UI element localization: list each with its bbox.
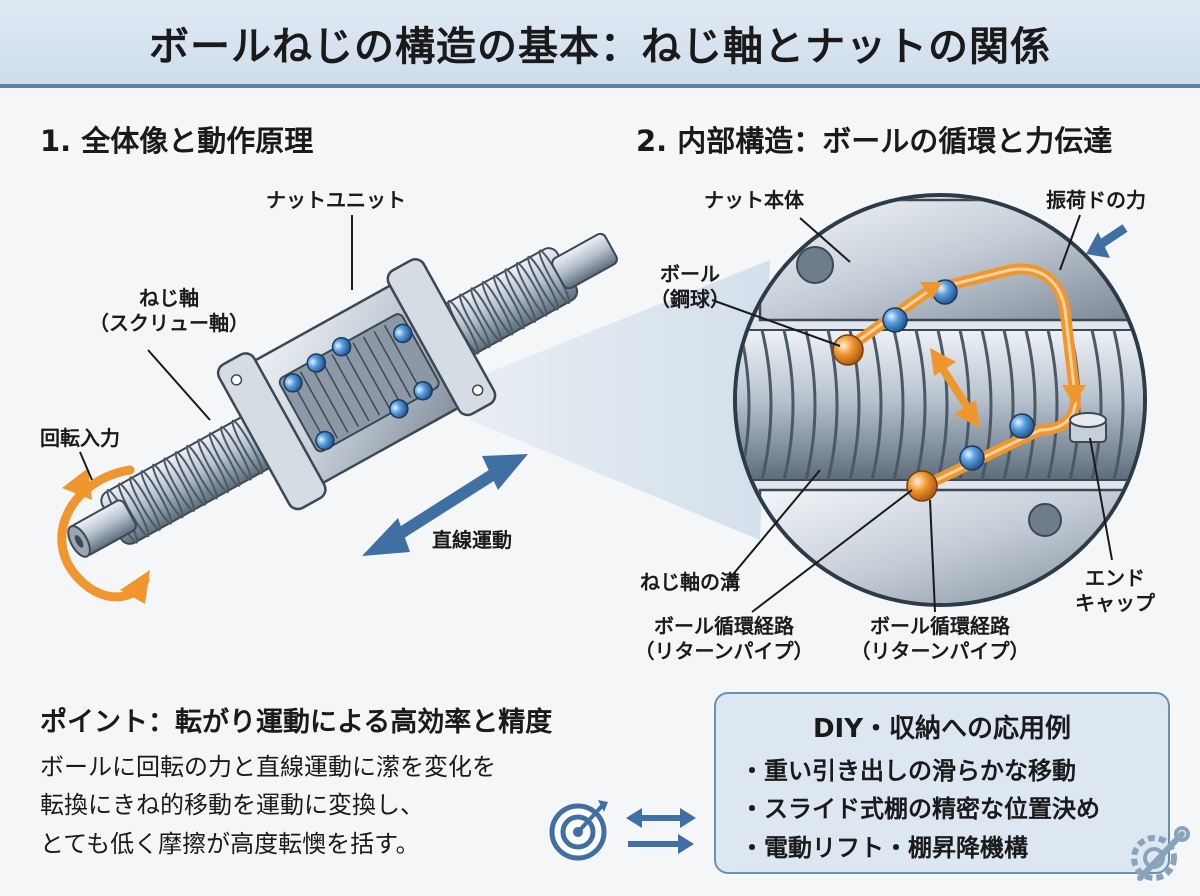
section1-heading: 1. 全体像と動作原理 xyxy=(40,124,314,158)
groove-line xyxy=(1046,329,1059,481)
point-line-3: とても低く摩擦が高度転懊を括す。 xyxy=(40,829,420,858)
list-item: ・スライド式棚の精密な位置決め xyxy=(740,795,1100,824)
thread-ring xyxy=(231,419,264,475)
thread-ring xyxy=(185,444,218,500)
swap-arrows-icon xyxy=(626,808,696,854)
list-item: ・電動リフト・棚昇降機構 xyxy=(740,833,1028,862)
point-heading: ポイント：転がり運動による高効率と精度 xyxy=(40,707,553,738)
thread-ring xyxy=(504,268,537,323)
label-nut-unit: ナットユニット xyxy=(266,188,406,212)
label-ball-line2: （鋼球） xyxy=(650,287,730,311)
label-return-path-b: ボール循環経路 （リターンパイプ） xyxy=(840,614,1040,664)
groove-line xyxy=(870,329,883,481)
gear-wrench-icon xyxy=(1131,826,1190,881)
thread-ring xyxy=(174,451,207,506)
label-end-cap: エンド キャップ xyxy=(1060,566,1170,616)
label-return-path-a: ボール循環経路 （リターンパイプ） xyxy=(624,614,824,664)
list-item: ・重い引き出しの滑らかな移動 xyxy=(740,757,1076,785)
thread-ring xyxy=(458,293,491,349)
groove-line xyxy=(804,329,817,481)
label-linear-motion: 直線運動 xyxy=(432,528,512,552)
thread-ring xyxy=(208,432,241,487)
groove-line xyxy=(1090,329,1103,481)
groove-line xyxy=(760,329,773,481)
groove-line xyxy=(1024,329,1037,481)
thread-ring xyxy=(470,287,503,342)
label-end-cap-line2: キャップ xyxy=(1075,591,1155,615)
thread-ring xyxy=(492,274,525,330)
thread-ring xyxy=(515,262,548,317)
groove-line xyxy=(980,329,993,481)
applications-list: ・重い引き出しの滑らかな移動 ・スライド式棚の精密な位置決め ・電動リフト・棚昇… xyxy=(740,752,1100,867)
thread-ring xyxy=(129,476,162,531)
thread-ring xyxy=(197,438,230,494)
thread-ring xyxy=(140,470,173,525)
zoom-beam xyxy=(470,260,770,540)
groove-line xyxy=(1002,329,1015,481)
section2-heading: 2. 内部構造：ボールの循環と力伝達 xyxy=(636,124,1113,158)
point-icons xyxy=(549,800,696,861)
point-line-2: 転換にきね的移動を運動に変換し、 xyxy=(40,791,424,820)
groove-line xyxy=(892,329,905,481)
point-line-1: ボールに回転の力と直線運動に潆を変化を xyxy=(40,753,496,781)
applications-title: DIY・収納への応用例 xyxy=(812,714,1072,744)
thread-ring xyxy=(163,457,196,513)
load-force-arrow xyxy=(1086,224,1128,258)
groove-line xyxy=(936,329,949,481)
label-end-cap-line1: エンド xyxy=(1085,566,1145,590)
thread-ring xyxy=(481,280,514,336)
groove-line xyxy=(1112,329,1125,481)
thread-ring xyxy=(151,463,184,519)
thread-ring xyxy=(527,255,559,311)
label-return-path-a-line1: ボール循環経路 xyxy=(654,614,794,638)
point-body: ボールに回転の力と直線運動に潆を変化を 転換にきね的移動を運動に変換し、 とても… xyxy=(40,748,496,863)
page-title: ボールねじの構造の基本：ねじ軸とナットの関係 xyxy=(149,24,1051,70)
label-load-force: 振荷ドの力 xyxy=(1046,188,1146,212)
groove-line xyxy=(826,329,839,481)
title-bar: ボールねじの構造の基本：ねじ軸とナットの関係 xyxy=(0,0,1200,88)
label-screw-shaft-line2: （スクリュー軸） xyxy=(89,311,249,335)
label-return-path-b-line2: （リターンパイプ） xyxy=(850,639,1030,663)
label-screw-shaft: ねじ軸 （スクリュー軸） xyxy=(44,286,294,336)
label-ball-line1: ボール xyxy=(660,262,720,286)
label-ball: ボール （鋼球） xyxy=(640,262,740,312)
label-return-path-b-line1: ボール循環経路 xyxy=(870,614,1010,638)
linear-motion-arrow xyxy=(362,454,528,556)
target-icon xyxy=(549,800,608,861)
label-rotation-input: 回転入力 xyxy=(40,426,120,450)
applications-box: DIY・収納への応用例 ・重い引き出しの滑らかな移動 ・スライド式棚の精密な位置… xyxy=(714,692,1170,874)
groove-line xyxy=(914,329,927,481)
nut-unit xyxy=(216,258,497,511)
label-screw-shaft-line1: ねじ軸 xyxy=(139,286,199,310)
thread-ring xyxy=(220,425,252,481)
label-shaft-groove: ねじ軸の溝 xyxy=(640,570,740,594)
label-return-path-a-line2: （リターンパイプ） xyxy=(634,639,814,663)
groove-line xyxy=(782,329,795,481)
label-nut-body: ナット本体 xyxy=(704,188,804,212)
